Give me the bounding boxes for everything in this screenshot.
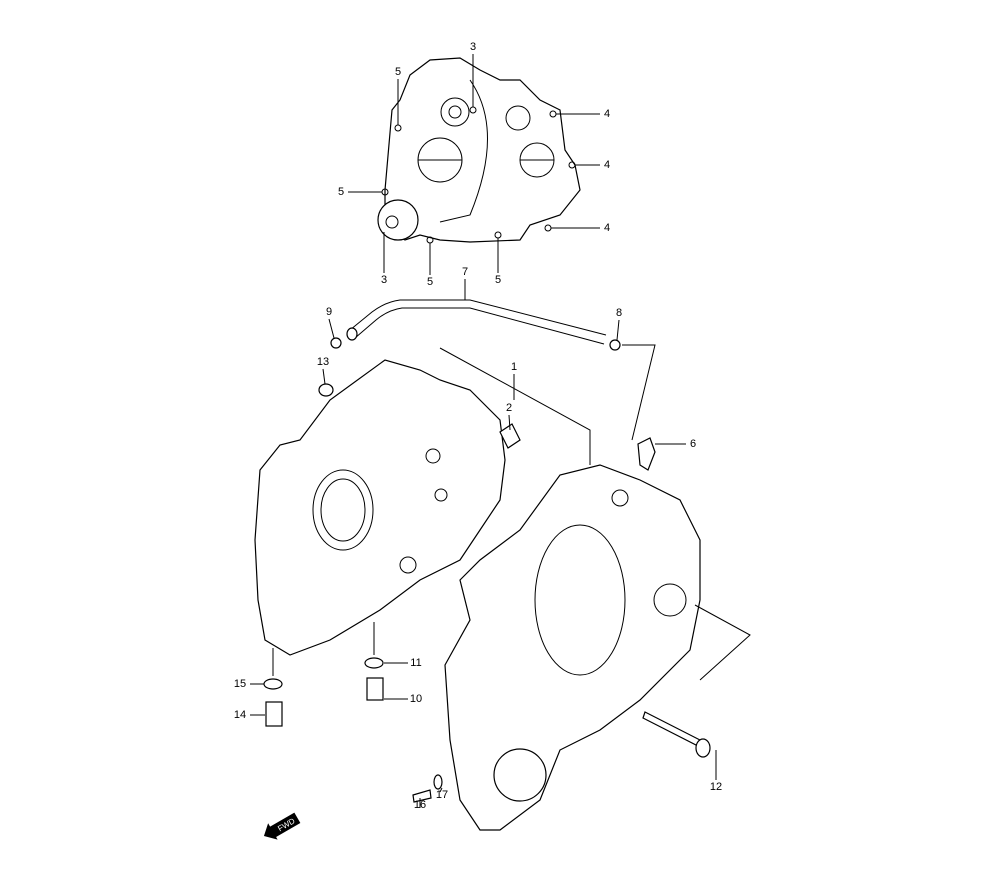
fwd-arrow-icon: FWD bbox=[263, 812, 301, 840]
callout-2: 2 bbox=[506, 402, 512, 414]
callout-4: 4 bbox=[604, 222, 610, 234]
callout-6: 6 bbox=[690, 438, 696, 450]
callout-13: 13 bbox=[317, 356, 329, 368]
callout-10: 10 bbox=[410, 693, 422, 705]
callout-1: 1 bbox=[511, 361, 517, 373]
callout-3: 3 bbox=[470, 41, 476, 53]
callout-5: 5 bbox=[427, 276, 433, 288]
callout-labels: 3 5 4 4 5 4 3 5 5 7 9 8 13 1 2 6 11 15 1… bbox=[234, 41, 722, 811]
callout-8: 8 bbox=[616, 307, 622, 319]
right-crankcase bbox=[444, 437, 701, 831]
callout-15: 15 bbox=[234, 678, 246, 690]
callout-5: 5 bbox=[495, 274, 501, 286]
crankcase-gasket bbox=[377, 57, 581, 244]
callout-3: 3 bbox=[381, 274, 387, 286]
callout-4: 4 bbox=[604, 159, 610, 171]
callout-5: 5 bbox=[395, 66, 401, 78]
fasteners bbox=[263, 657, 711, 803]
callout-12: 12 bbox=[710, 781, 722, 793]
callout-14: 14 bbox=[234, 709, 246, 721]
left-crankcase bbox=[254, 359, 521, 656]
callout-7: 7 bbox=[462, 266, 468, 278]
breather-hose bbox=[330, 299, 621, 351]
callout-16: 16 bbox=[414, 799, 426, 811]
callout-9: 9 bbox=[326, 306, 332, 318]
callout-5: 5 bbox=[338, 186, 344, 198]
callout-17: 17 bbox=[436, 789, 448, 801]
callout-11: 11 bbox=[410, 657, 421, 669]
callout-4: 4 bbox=[604, 108, 610, 120]
leader-lines bbox=[250, 54, 751, 808]
